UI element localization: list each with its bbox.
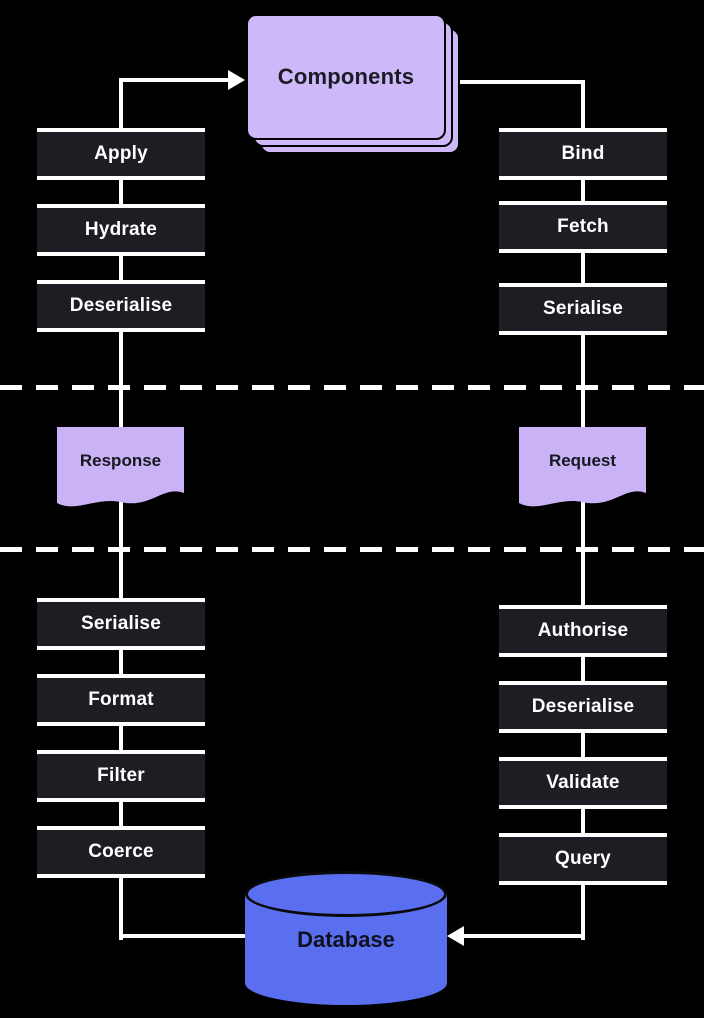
step-box-query: Query xyxy=(499,833,667,885)
components-label: Components xyxy=(277,64,415,89)
step-label: Deserialise xyxy=(531,696,635,717)
bottom-left-connector-line xyxy=(119,934,249,938)
left-rail-line xyxy=(119,78,123,940)
step-box-hydrate: Hydrate xyxy=(37,204,205,256)
step-label: Bind xyxy=(561,143,605,164)
arrow-into-components-icon xyxy=(228,70,245,90)
document-shape xyxy=(57,427,184,507)
step-label: Deserialise xyxy=(69,295,173,316)
top-right-connector-line xyxy=(452,80,585,84)
step-box-apply: Apply xyxy=(37,128,205,180)
step-box-serialise-top: Serialise xyxy=(499,283,667,335)
step-label: Authorise xyxy=(537,620,629,641)
right-rail-line xyxy=(581,80,585,940)
step-label: Fetch xyxy=(557,216,609,237)
step-label: Apply xyxy=(94,143,148,164)
step-box-authorise: Authorise xyxy=(499,605,667,657)
step-box-deserialise-top: Deserialise xyxy=(37,280,205,332)
database-node: Database xyxy=(245,871,447,1005)
step-label: Validate xyxy=(546,772,620,793)
step-box-validate: Validate xyxy=(499,757,667,809)
document-shape xyxy=(519,427,646,507)
bottom-right-connector-line xyxy=(464,934,585,938)
step-label: Serialise xyxy=(543,298,623,319)
request-node: Request xyxy=(519,427,646,511)
step-label: Filter xyxy=(97,765,145,786)
dashed-separator-bottom xyxy=(0,547,704,552)
step-box-fetch: Fetch xyxy=(499,201,667,253)
step-box-serialise-bottom: Serialise xyxy=(37,598,205,650)
step-box-bind: Bind xyxy=(499,128,667,180)
response-label: Response xyxy=(79,451,162,470)
dashed-separator-top xyxy=(0,385,704,390)
response-node: Response xyxy=(57,427,184,511)
database-cylinder-top xyxy=(245,871,447,917)
arrow-into-database-icon xyxy=(447,926,464,946)
step-label: Format xyxy=(88,689,154,710)
database-label: Database xyxy=(297,927,395,952)
step-label: Serialise xyxy=(81,613,161,634)
step-label: Coerce xyxy=(88,841,154,862)
step-box-coerce: Coerce xyxy=(37,826,205,878)
step-box-filter: Filter xyxy=(37,750,205,802)
components-node: Components xyxy=(246,14,446,140)
step-box-deserialise-bottom: Deserialise xyxy=(499,681,667,733)
request-label: Request xyxy=(548,451,617,470)
step-label: Hydrate xyxy=(84,219,158,240)
top-left-connector-line xyxy=(119,78,229,82)
step-box-format: Format xyxy=(37,674,205,726)
step-label: Query xyxy=(555,848,611,869)
